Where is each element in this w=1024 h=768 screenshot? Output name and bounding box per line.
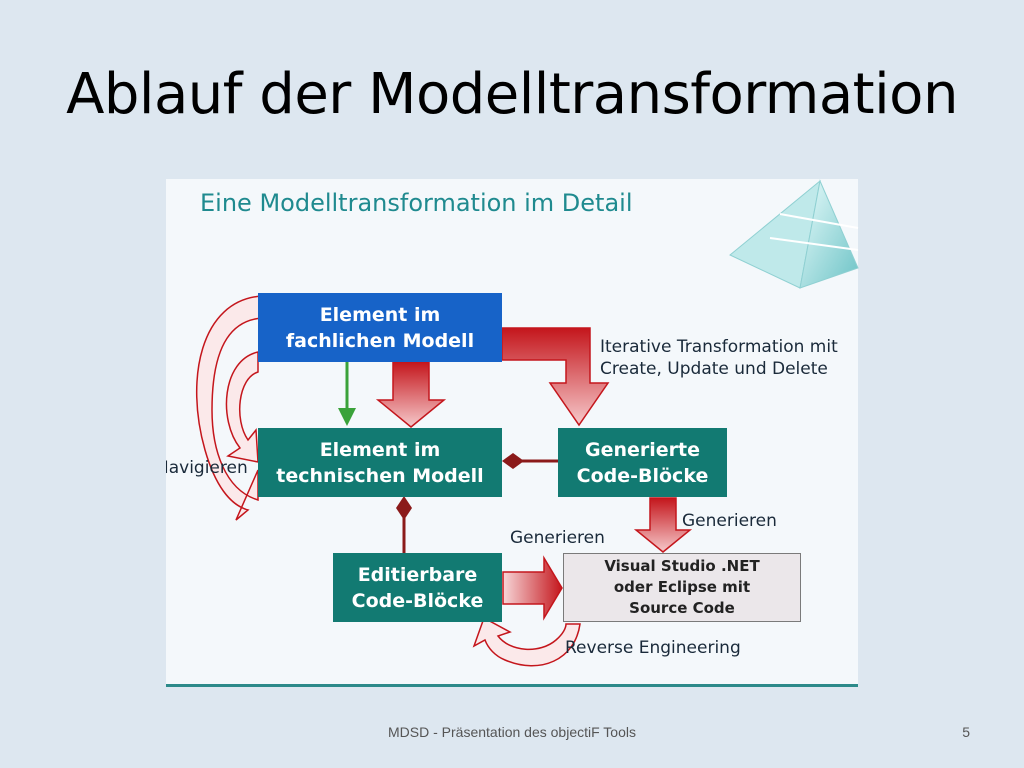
box-fachliches-modell-line1: Element im <box>319 303 441 326</box>
label-iterative-line2: Create, Update und Delete <box>600 359 828 379</box>
diagram-title: Eine Modelltransformation im Detail <box>200 189 633 217</box>
label-navigieren-clip: Navigieren <box>166 458 258 482</box>
box-generierte-code-bloecke: Generierte Code-Blöcke <box>558 428 727 497</box>
slide-page-number: 5 <box>962 724 970 740</box>
slide-footer: MDSD - Präsentation des objectiF Tools <box>388 724 636 740</box>
reverse-engineering-arrow <box>472 616 581 667</box>
iterative-transformation-arrow <box>501 327 610 427</box>
box-technisches-modell-line1: Element im <box>319 438 441 461</box>
label-navigieren: Navigieren <box>166 458 248 478</box>
box-ide-line1: Visual Studio .NET <box>604 557 760 575</box>
label-reverse-engineering: Reverse Engineering <box>565 638 741 658</box>
box-editierbare-line1: Editierbare <box>357 563 478 586</box>
box-generierte-line1: Generierte <box>584 438 700 461</box>
green-down-arrow <box>338 362 356 426</box>
box-ide-line3: Source Code <box>629 599 735 617</box>
label-iterative-line1: Iterative Transformation mit <box>600 337 838 357</box>
aggregation-connector-vertical <box>396 496 412 553</box>
box-fachliches-modell: Element im fachlichen Modell <box>258 293 502 362</box>
box-ide-source-code: Visual Studio .NET oder Eclipse mit Sour… <box>563 553 801 622</box>
slide-title: Ablauf der Modelltransformation <box>66 62 958 127</box>
box-editierbare-code-bloecke: Editierbare Code-Blöcke <box>333 553 502 622</box>
label-generieren-left: Generieren <box>510 528 605 548</box>
label-generieren-right: Generieren <box>682 511 777 531</box>
generate-down-arrow <box>633 497 693 553</box>
aggregation-connector-horizontal <box>502 453 558 469</box>
generate-right-arrow <box>502 555 563 621</box>
navigate-loop-arrow <box>195 295 263 521</box>
label-iterative-transformation: Iterative Transformation mit Create, Upd… <box>600 336 838 380</box>
box-technisches-modell-line2: technischen Modell <box>276 464 484 487</box>
box-ide-line2: oder Eclipse mit <box>613 578 751 596</box>
pyramid-logo-icon <box>729 179 859 289</box>
figure-bottom-rule <box>166 684 858 687</box>
box-generierte-line2: Code-Blöcke <box>576 464 709 487</box>
box-editierbare-line2: Code-Blöcke <box>351 589 484 612</box>
transform-down-arrow <box>375 361 447 428</box>
box-fachliches-modell-line2: fachlichen Modell <box>285 329 475 352</box>
box-technisches-modell: Element im technischen Modell <box>258 428 502 497</box>
